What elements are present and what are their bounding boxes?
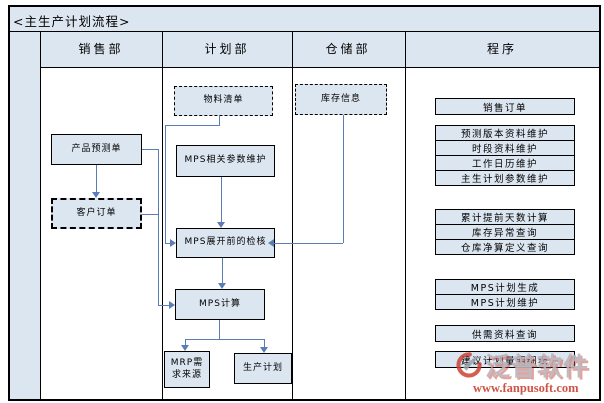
connector-line	[185, 339, 265, 340]
flow-box-customer-order: 客户订单	[51, 198, 142, 229]
column-header-program: 程序	[486, 42, 518, 56]
connector-line	[165, 125, 166, 243]
left-blank-column	[10, 32, 40, 399]
arrowhead-right	[169, 301, 175, 309]
arrowhead-down	[260, 347, 268, 353]
arrowhead-right	[170, 239, 176, 247]
connector-line	[264, 339, 265, 347]
title-bar	[10, 7, 599, 32]
page-title: <主生产计划流程>	[13, 14, 131, 29]
watermark: 泛普软件 www.fanpusoft.com	[455, 347, 604, 399]
arrowhead-down	[92, 192, 100, 198]
fanpu-logo-icon	[455, 352, 483, 378]
flow-box-inventory-info: 库存信息	[295, 84, 387, 115]
watermark-brand: 泛普软件	[485, 352, 590, 381]
connector-line	[158, 149, 159, 305]
watermark-url: www.fanpusoft.com	[473, 381, 579, 395]
connector-line	[219, 320, 220, 339]
flow-box-product-forecast: 产品预测单	[51, 134, 142, 165]
program-box-mps-maintain: MPS计划维护	[435, 294, 575, 310]
program-box-mps-generate: MPS计划生成	[435, 279, 575, 295]
flow-box-prod-plan: 生产计划	[234, 353, 292, 384]
arrowhead-left	[268, 239, 274, 247]
column-divider	[162, 32, 163, 399]
arrowhead-down	[181, 345, 189, 351]
program-box-forecast-version: 预测版本资料维护	[435, 125, 575, 141]
program-box-master-params: 主生计划参数维护	[435, 170, 575, 186]
flowchart-frame: <主生产计划流程> 销售部 计划部 仓储部 程序 产品预测单 客户订单 物料清单…	[8, 5, 601, 401]
connector-line	[158, 305, 169, 306]
column-divider	[292, 32, 293, 399]
arrowhead-down	[218, 283, 226, 289]
arrowhead-down	[217, 222, 225, 228]
flow-box-mrp-source: MRP需求来源	[164, 351, 210, 388]
flow-box-mps-calc: MPS计算	[175, 289, 265, 320]
column-divider	[405, 32, 406, 399]
connector-line	[142, 149, 158, 150]
program-box-work-calendar: 工作日历维护	[435, 155, 575, 171]
connector-line	[222, 258, 223, 283]
connector-line	[96, 165, 97, 193]
header-divider	[40, 67, 599, 68]
connector-line	[165, 243, 170, 244]
flow-box-bom: 物料清单	[174, 86, 273, 116]
program-box-net-calc: 仓库净算定义查询	[435, 239, 575, 255]
flow-box-mps-check: MPS展开前的检核	[176, 228, 275, 258]
connector-line	[221, 177, 222, 222]
column-header-planning: 计划部	[204, 42, 250, 56]
column-divider	[40, 32, 41, 399]
flow-box-mps-params: MPS相关参数维护	[176, 145, 275, 177]
connector-line	[343, 115, 344, 243]
connector-line	[219, 116, 220, 125]
connector-line	[142, 214, 158, 215]
column-header-warehouse: 仓储部	[325, 42, 371, 56]
program-box-time-bucket: 时段资料维护	[435, 140, 575, 156]
program-box-supply-demand: 供需资料查询	[435, 325, 575, 342]
connector-line	[185, 339, 186, 345]
program-box-inv-exception: 库存异常查询	[435, 224, 575, 240]
program-box-sales-order: 销售订单	[435, 98, 575, 115]
column-header-sales: 销售部	[78, 42, 124, 56]
connector-line	[165, 125, 220, 126]
header-row	[10, 32, 599, 67]
program-box-lead-time: 累计提前天数计算	[435, 209, 575, 225]
connector-line	[274, 243, 343, 244]
